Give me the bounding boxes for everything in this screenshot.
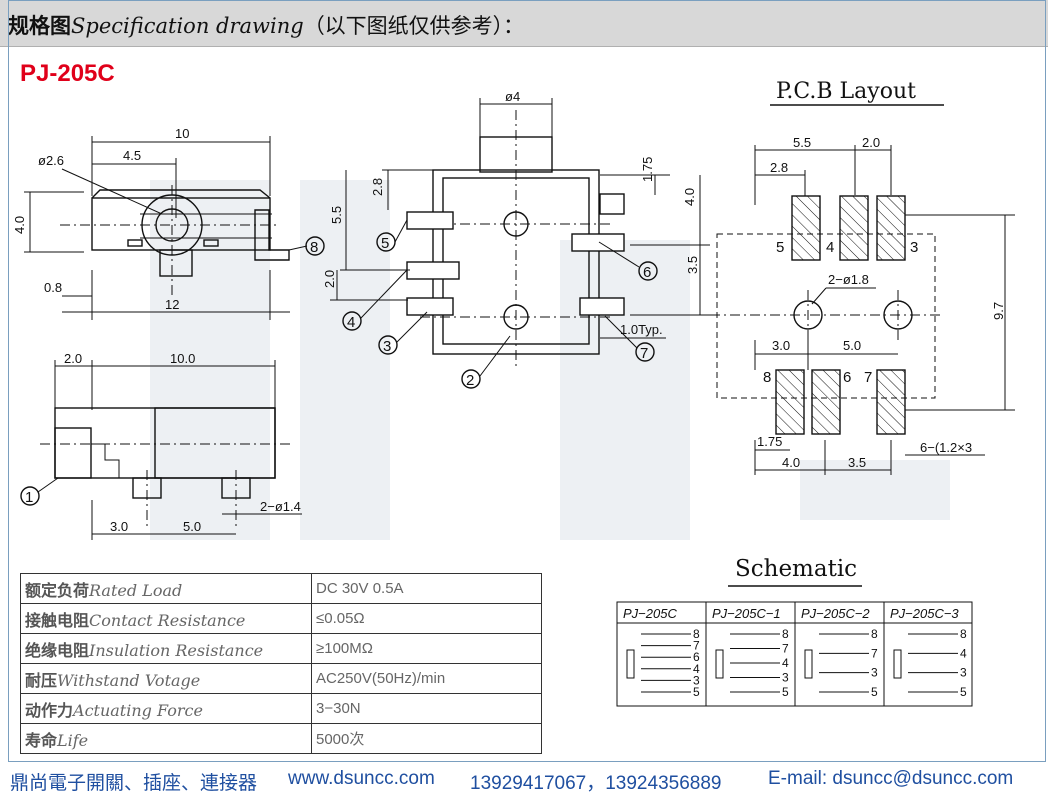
svg-text:3.5: 3.5 bbox=[848, 455, 866, 470]
schematic-pin-label: 8 bbox=[960, 627, 967, 641]
svg-text:2.0: 2.0 bbox=[64, 351, 82, 366]
svg-text:2.0: 2.0 bbox=[322, 270, 337, 288]
schematic-pin-label: 8 bbox=[693, 627, 700, 641]
schematic-pin-label: 7 bbox=[693, 639, 700, 653]
schematic-body bbox=[715, 649, 724, 679]
svg-text:0.8: 0.8 bbox=[44, 280, 62, 295]
schematic-pin-label: 5 bbox=[782, 685, 789, 699]
svg-text:3.0: 3.0 bbox=[110, 519, 128, 534]
svg-text:5: 5 bbox=[381, 235, 389, 252]
svg-text:5.0: 5.0 bbox=[843, 338, 861, 353]
front-view: 10 4.5 ø2.6 4.0 0.8 12 8 bbox=[12, 126, 325, 320]
footer: 鼎尚電子開關、插座、連接器 www.dsuncc.com 13929417067… bbox=[8, 765, 1048, 796]
schematic-body bbox=[626, 649, 635, 679]
svg-text:8: 8 bbox=[310, 239, 318, 256]
svg-text:12: 12 bbox=[165, 297, 179, 312]
email-address[interactable]: E-mail: dsuncc@dsuncc.com bbox=[768, 768, 1014, 789]
title-bar: 规格图Specification drawing（以下图纸仅供参考）： bbox=[0, 0, 1048, 47]
svg-text:4.0: 4.0 bbox=[12, 216, 27, 234]
pcb-pads bbox=[775, 195, 906, 435]
svg-text:3.5: 3.5 bbox=[685, 256, 700, 274]
schematic-pin-label: 7 bbox=[871, 646, 878, 660]
drawing-frame bbox=[8, 0, 1046, 762]
schematic-pin-label: 4 bbox=[960, 646, 967, 660]
svg-text:2.8: 2.8 bbox=[770, 160, 788, 175]
svg-text:6: 6 bbox=[843, 369, 851, 386]
svg-text:1.0Typ.: 1.0Typ. bbox=[620, 322, 663, 337]
svg-text:4: 4 bbox=[347, 314, 355, 331]
schematic-diagram: PJ−205C876435PJ−205C−187435PJ−205C−28735… bbox=[616, 585, 973, 707]
svg-text:2−ø1.4: 2−ø1.4 bbox=[260, 499, 301, 514]
schematic-column-header: PJ−205C−1 bbox=[712, 606, 781, 621]
svg-text:9.7: 9.7 bbox=[991, 302, 1006, 320]
schematic-pin-label: 4 bbox=[782, 656, 789, 670]
top-view: ø4 2.8 5.5 2.0 1.75 4.0 3.5 1.0Typ. 5 6 … bbox=[322, 89, 710, 389]
svg-text:7: 7 bbox=[864, 369, 872, 386]
svg-text:4.5: 4.5 bbox=[123, 148, 141, 163]
svg-text:1.75: 1.75 bbox=[757, 434, 782, 449]
svg-text:P.C.B Layout: P.C.B Layout bbox=[776, 79, 916, 104]
svg-text:4.0: 4.0 bbox=[682, 188, 697, 206]
schematic-pin-label: 3 bbox=[871, 666, 878, 680]
svg-text:5: 5 bbox=[776, 239, 784, 256]
svg-text:7: 7 bbox=[640, 345, 648, 362]
schematic-pin-label: 5 bbox=[693, 685, 700, 699]
svg-text:10: 10 bbox=[175, 126, 189, 141]
schematic-column-header: PJ−205C−2 bbox=[801, 606, 870, 621]
schematic-column-header: PJ−205C−3 bbox=[890, 606, 959, 621]
website-link[interactable]: www.dsuncc.com bbox=[288, 768, 435, 789]
svg-text:5.0: 5.0 bbox=[183, 519, 201, 534]
schematic-pin-label: 3 bbox=[960, 666, 967, 680]
schematic-pin-label: 6 bbox=[693, 650, 700, 664]
svg-text:4.0: 4.0 bbox=[782, 455, 800, 470]
schematic-pin-label: 8 bbox=[871, 627, 878, 641]
svg-text:2.0: 2.0 bbox=[862, 135, 880, 150]
svg-text:ø4: ø4 bbox=[505, 89, 520, 104]
svg-text:6: 6 bbox=[643, 264, 651, 281]
schematic-pin-label: 3 bbox=[693, 673, 700, 687]
schematic-pin-label: 7 bbox=[782, 642, 789, 656]
side-view: 2.0 10.0 3.0 5.0 2−ø1.4 1 bbox=[20, 351, 302, 540]
svg-text:2−ø1.8: 2−ø1.8 bbox=[828, 272, 869, 287]
company-name: 鼎尚電子開關、插座、連接器 bbox=[10, 773, 258, 794]
svg-text:1: 1 bbox=[25, 489, 33, 506]
svg-text:5.5: 5.5 bbox=[329, 206, 344, 224]
svg-text:3.0: 3.0 bbox=[772, 338, 790, 353]
pcb-layout: P.C.B Layout 5.5 2.0 2.8 2−ø1.8 3.0 5.0 … bbox=[710, 79, 1015, 475]
schematic-title: Schematic bbox=[735, 556, 858, 582]
svg-text:1.75: 1.75 bbox=[640, 157, 655, 182]
page-title: 规格图Specification drawing（以下图纸仅供参考）： bbox=[8, 13, 525, 38]
table-row: 绝缘电阻Insulation Resistance≥100MΩ bbox=[20, 633, 542, 664]
svg-text:6−(1.2×3: 6−(1.2×3 bbox=[920, 440, 972, 455]
svg-text:ø2.6: ø2.6 bbox=[38, 153, 64, 168]
svg-text:5.5: 5.5 bbox=[793, 135, 811, 150]
schematic-pin-label: 3 bbox=[782, 671, 789, 685]
model-number: PJ-205C bbox=[20, 60, 115, 87]
schematic-column-header: PJ−205C bbox=[623, 606, 677, 621]
schematic-body bbox=[804, 649, 813, 679]
svg-text:2: 2 bbox=[466, 372, 474, 389]
svg-text:4: 4 bbox=[826, 239, 834, 256]
svg-text:2.8: 2.8 bbox=[370, 178, 385, 196]
svg-text:10.0: 10.0 bbox=[170, 351, 195, 366]
schematic-pin-label: 5 bbox=[871, 685, 878, 699]
svg-text:3: 3 bbox=[383, 338, 391, 355]
phone-numbers: 13929417067，13924356889 bbox=[470, 773, 722, 794]
schematic-body bbox=[893, 649, 902, 679]
svg-text:8: 8 bbox=[763, 369, 771, 386]
schematic-pin-label: 8 bbox=[782, 627, 789, 641]
svg-text:3: 3 bbox=[910, 239, 918, 256]
schematic-pin-label: 4 bbox=[693, 662, 700, 676]
schematic-pin-label: 5 bbox=[960, 685, 967, 699]
table-row: 接触电阻Contact Resistance≤0.05Ω bbox=[20, 603, 542, 634]
